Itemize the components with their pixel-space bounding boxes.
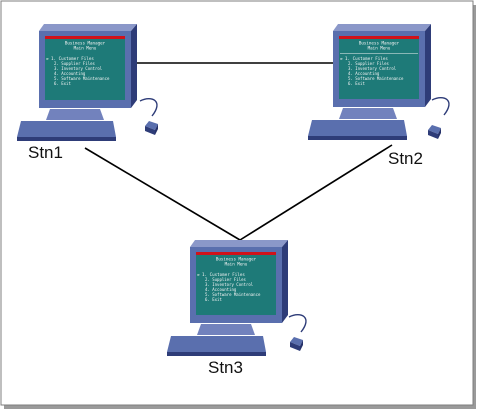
screen-menu-item: 3. Inventory Control — [348, 66, 397, 71]
screen-menu-item: 2. Supplier Files — [205, 277, 247, 282]
screen-header-bar — [339, 36, 419, 39]
screen-cursor: ► — [341, 56, 344, 61]
screen-cursor: ► — [47, 56, 50, 61]
monitor-side — [425, 24, 431, 107]
station-label: Stn3 — [208, 358, 243, 377]
monitor-top — [333, 24, 431, 31]
computer-icon: Business Manager Main Menu ► 1. Customer… — [308, 24, 450, 140]
screen-subtitle: Main Menu — [74, 46, 97, 51]
computer-icon: Business Manager Main Menu ► 1. Customer… — [17, 24, 158, 141]
screen-title: Business Manager — [65, 41, 106, 46]
station-stn2[interactable]: Business Manager Main Menu ► 1. Customer… — [308, 24, 450, 168]
mouse-cable — [431, 97, 450, 116]
mouse-top — [290, 337, 303, 346]
keyboard-edge — [308, 136, 407, 140]
screen — [339, 36, 419, 99]
mouse-side — [428, 130, 438, 139]
mouse-side — [145, 126, 155, 135]
screen-menu-item: 3. Inventory Control — [205, 282, 254, 287]
mouse-top — [145, 121, 158, 130]
screen-title: Business Manager — [216, 257, 257, 262]
monitor-base — [339, 108, 397, 119]
monitor-base — [46, 109, 104, 120]
screen-header-bar — [45, 36, 125, 39]
screen-menu-item: 5. Software Maintenance — [205, 292, 261, 297]
mouse-side — [290, 342, 300, 351]
mouse-cable — [139, 98, 158, 117]
screen-menu-item: 4. Accounting — [205, 287, 237, 292]
station-stn1[interactable]: Business Manager Main Menu ► 1. Customer… — [17, 24, 158, 162]
monitor-top — [39, 24, 137, 31]
screen-menu-item: 1. Customer Files — [345, 56, 388, 61]
link-stn2-stn3 — [239, 144, 393, 241]
screen-menu-item: 4. Accounting — [54, 71, 86, 76]
keyboard — [167, 336, 266, 352]
screen-menu-item: 2. Supplier Files — [54, 61, 96, 66]
screen-menu-item: 6. Exit — [54, 81, 71, 86]
screen-header-bar — [196, 252, 276, 255]
screen-cursor: ► — [198, 272, 201, 277]
screen-menu-item: 6. Exit — [205, 297, 222, 302]
screen-title: Business Manager — [359, 41, 400, 46]
mouse-front — [155, 124, 158, 135]
keyboard — [308, 120, 407, 136]
screen-menu-item: 5. Software Maintenance — [54, 76, 110, 81]
monitor-base — [197, 324, 255, 335]
keyboard — [17, 121, 116, 137]
keyboard-edge — [167, 352, 266, 356]
monitor-side — [282, 240, 288, 323]
monitor-top — [190, 240, 288, 247]
screen-menu-item: 1. Customer Files — [51, 56, 94, 61]
screen-menu-item: 2. Supplier Files — [348, 61, 390, 66]
computer-icon: Business Manager Main Menu ► 1. Customer… — [167, 240, 307, 356]
mouse-top — [428, 125, 441, 134]
links-layer — [84, 62, 393, 241]
screen-menu-item: 5. Software Maintenance — [348, 76, 404, 81]
mouse-cable — [288, 314, 307, 333]
screen-menu-item: 1. Customer Files — [202, 272, 245, 277]
screen — [45, 36, 125, 100]
monitor-side — [131, 24, 137, 108]
screen-subtitle: Main Menu — [225, 262, 248, 267]
mouse-front — [300, 340, 303, 351]
screen-menu-item: 6. Exit — [348, 81, 365, 86]
screen-menu-item: 4. Accounting — [348, 71, 380, 76]
station-label: Stn2 — [388, 149, 423, 168]
screen — [196, 252, 276, 315]
mouse-front — [438, 128, 441, 139]
screen-subtitle: Main Menu — [368, 46, 391, 51]
station-label: Stn1 — [28, 143, 63, 162]
station-stn3[interactable]: Business Manager Main Menu ► 1. Customer… — [167, 240, 307, 377]
screen-menu-item: 3. Inventory Control — [54, 66, 103, 71]
keyboard-edge — [17, 137, 116, 141]
link-stn1-stn3 — [84, 147, 241, 241]
